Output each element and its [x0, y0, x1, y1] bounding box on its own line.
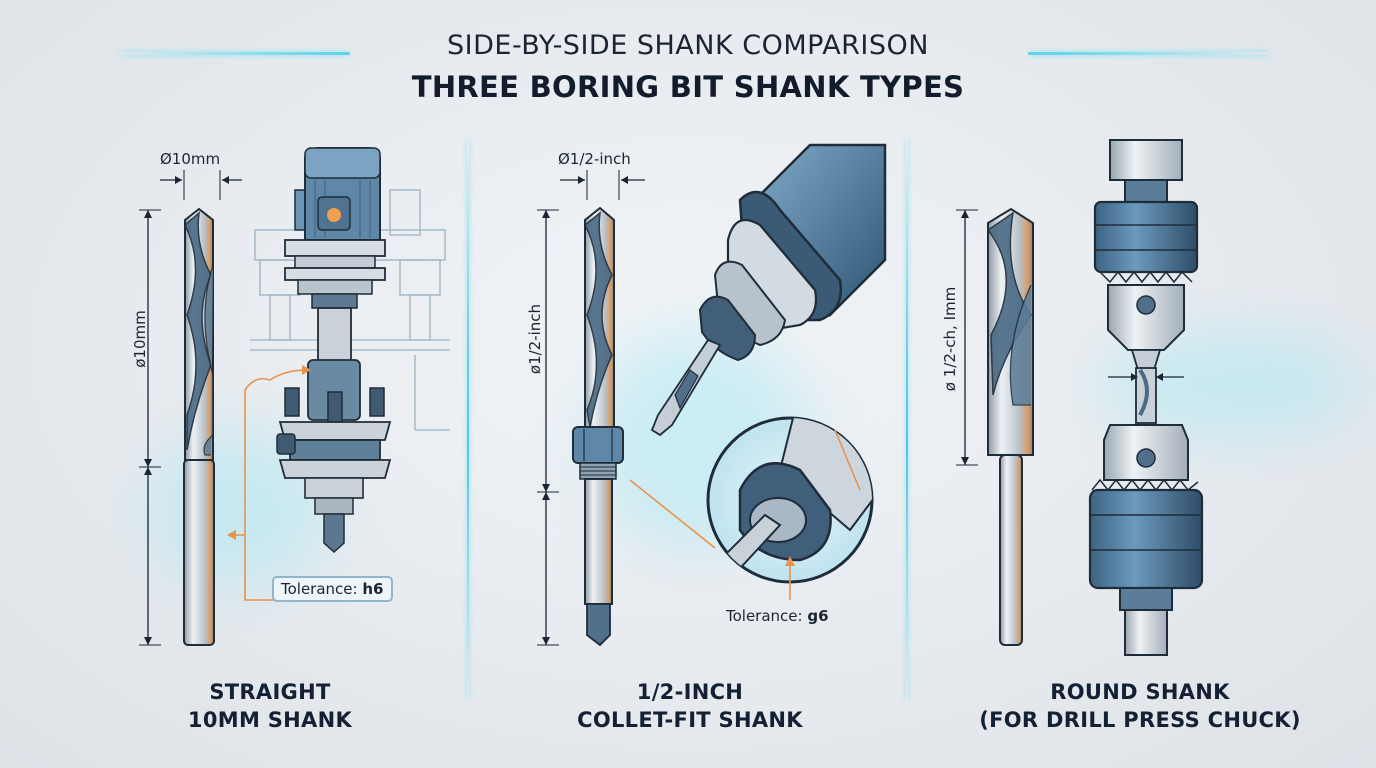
tolerance-value: h6	[362, 580, 384, 598]
caption-line-2: (FOR DRILL PRESS CHUCK)	[979, 708, 1301, 732]
magnifier-callout-lines	[629, 429, 861, 600]
caption-line-1: STRAIGHT	[209, 680, 331, 704]
motor-indicator-light	[327, 208, 341, 222]
top-dimension-arrows	[160, 170, 242, 200]
panel-caption: STRAIGHT 10MM SHANK	[120, 678, 420, 734]
tolerance-label-row: Tolerance: g6	[726, 607, 829, 625]
side-dimension-label: ø 1/2-ch, Imm	[941, 286, 959, 392]
spindle-tool-holder-illustration	[250, 147, 450, 554]
tolerance-callout-connector	[227, 365, 311, 601]
caption-line-1: ROUND SHANK	[1050, 680, 1230, 704]
side-dimension-label: ø10mm	[131, 310, 149, 368]
caption-line-2: 10MM SHANK	[187, 708, 353, 732]
page-subtitle: THREE BORING BIT SHANK TYPES	[411, 70, 965, 104]
side-dimension-line	[956, 209, 978, 466]
round-shank-drill-bit-illustration	[986, 207, 1034, 646]
panel-caption: ROUND SHANK (FOR DRILL PRESS CHUCK)	[955, 678, 1325, 734]
top-dimension-arrows	[560, 170, 645, 200]
page-title: SIDE-BY-SIDE SHANK COMPARISON	[447, 30, 929, 61]
top-dimension-label: Ø10mm	[160, 150, 221, 168]
title-accent-line-right	[1028, 52, 1268, 55]
panel-caption: 1/2-INCH COLLET-FIT SHANK	[530, 678, 850, 734]
side-dimension-line	[139, 209, 161, 646]
caption-line-1: 1/2-INCH	[636, 680, 744, 704]
top-dimension-label: Ø1/2-inch	[558, 150, 631, 168]
panel-divider-2	[906, 140, 908, 700]
bit-width-arrows	[1108, 373, 1184, 381]
collet-chuck-illustration	[650, 143, 887, 437]
drill-press-chuck-illustration	[1088, 139, 1204, 656]
side-dimension-label: ø1/2-inch	[526, 303, 544, 375]
collet-detail-magnifier	[706, 416, 874, 584]
caption-line-2: COLLET-FIT SHANK	[577, 708, 803, 732]
tolerance-badge: Tolerance: h6	[272, 576, 393, 602]
tolerance-label: Tolerance:	[281, 580, 358, 598]
straight-shank-drill-bit-illustration	[183, 207, 215, 646]
side-dimension-line	[537, 209, 559, 646]
collet-fit-drill-bit-illustration	[572, 206, 624, 647]
title-accent-line-left	[120, 52, 350, 55]
panel-divider-1	[467, 140, 469, 700]
tolerance-value: g6	[807, 607, 829, 625]
tolerance-label: Tolerance:	[726, 607, 803, 625]
